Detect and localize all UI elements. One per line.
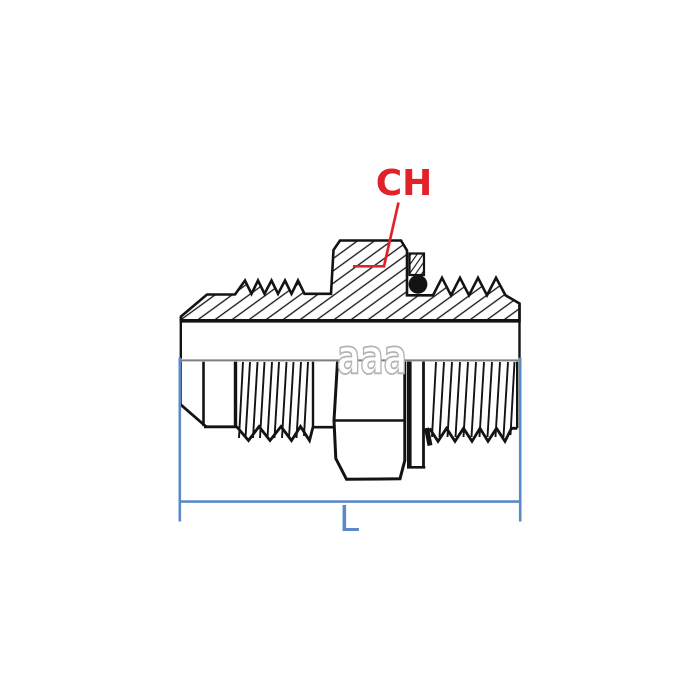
seal-washer-section: [408, 252, 426, 277]
right-thread-flank-lines: [431, 361, 516, 438]
sectioned-body-upper-half: [179, 239, 521, 359]
watermark-text: aaa: [337, 330, 407, 386]
flare-cone: [179, 361, 237, 429]
thread-runout-mark: [424, 427, 433, 446]
dimension-label: L: [339, 499, 359, 540]
left-male-thread: [233, 361, 333, 444]
wrench-size-callout: CH: [353, 163, 433, 268]
right-thread-crest-profile: [428, 425, 518, 445]
callout-leader-line: [353, 202, 400, 268]
length-dimension: L: [178, 357, 522, 540]
o-ring: [408, 274, 428, 294]
hex-front: [332, 361, 407, 481]
body-section-hatched-wall: [179, 239, 521, 323]
left-thread-flank-lines: [238, 361, 309, 439]
flare-cone-edge: [179, 403, 208, 429]
callout-label: CH: [376, 163, 433, 204]
left-thread-crest-profile: [235, 423, 315, 444]
seal-washer-front: [406, 361, 433, 469]
right-male-thread: [428, 361, 519, 445]
